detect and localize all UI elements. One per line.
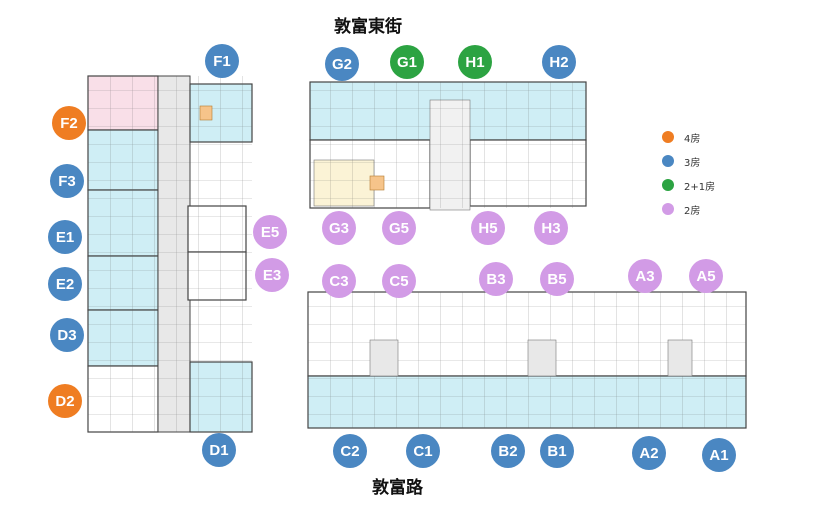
north-street-name: 敦富東街 bbox=[334, 17, 402, 37]
legend-label-2br: 2房 bbox=[684, 205, 701, 217]
legend-dot-2br bbox=[662, 203, 674, 215]
legend-item-4br: 4房 bbox=[662, 126, 715, 148]
unit-badge-a3: A3 bbox=[628, 259, 662, 293]
unit-badge-g1: G1 bbox=[390, 45, 424, 79]
unit-badge-e3: E3 bbox=[255, 258, 289, 292]
unit-badge-g2: G2 bbox=[325, 47, 359, 81]
legend: 4房 3房 2+1房 2房 bbox=[662, 126, 715, 222]
unit-badge-b2: B2 bbox=[491, 434, 525, 468]
unit-badge-f1: F1 bbox=[205, 44, 239, 78]
unit-badge-a5: A5 bbox=[689, 259, 723, 293]
unit-badge-h3: H3 bbox=[534, 211, 568, 245]
legend-item-2plus1br: 2+1房 bbox=[662, 174, 715, 196]
legend-item-2br: 2房 bbox=[662, 198, 715, 220]
unit-badge-d3: D3 bbox=[50, 318, 84, 352]
unit-badge-b1: B1 bbox=[540, 434, 574, 468]
legend-label-3br: 3房 bbox=[684, 157, 701, 169]
north-building bbox=[309, 81, 587, 211]
legend-label-2plus1br: 2+1房 bbox=[684, 181, 716, 193]
unit-badge-b5: B5 bbox=[540, 262, 574, 296]
unit-badge-e1: E1 bbox=[48, 220, 82, 254]
unit-badge-h2: H2 bbox=[542, 45, 576, 79]
unit-badge-d2: D2 bbox=[48, 384, 82, 418]
unit-badge-b3: B3 bbox=[479, 262, 513, 296]
unit-badge-h1: H1 bbox=[458, 45, 492, 79]
legend-item-3br: 3房 bbox=[662, 150, 715, 172]
unit-badge-e5: E5 bbox=[253, 215, 287, 249]
unit-badge-f3: F3 bbox=[50, 164, 84, 198]
unit-badge-h5: H5 bbox=[471, 211, 505, 245]
unit-badge-d1: D1 bbox=[202, 433, 236, 467]
legend-label-4br: 4房 bbox=[684, 133, 701, 145]
unit-badge-a2: A2 bbox=[632, 436, 666, 470]
unit-badge-f2: F2 bbox=[52, 106, 86, 140]
unit-badge-c3: C3 bbox=[322, 264, 356, 298]
legend-dot-2plus1br bbox=[662, 179, 674, 191]
unit-badge-c5: C5 bbox=[382, 264, 416, 298]
unit-badge-c2: C2 bbox=[333, 434, 367, 468]
west-building bbox=[87, 75, 253, 433]
legend-dot-3br bbox=[662, 155, 674, 167]
south-street-name: 敦富路 bbox=[372, 478, 423, 498]
unit-badge-g5: G5 bbox=[382, 211, 416, 245]
unit-badge-e2: E2 bbox=[48, 267, 82, 301]
legend-dot-4br bbox=[662, 131, 674, 143]
unit-badge-c1: C1 bbox=[406, 434, 440, 468]
unit-badge-a1: A1 bbox=[702, 438, 736, 472]
south-building bbox=[307, 291, 747, 429]
unit-badge-g3: G3 bbox=[322, 211, 356, 245]
